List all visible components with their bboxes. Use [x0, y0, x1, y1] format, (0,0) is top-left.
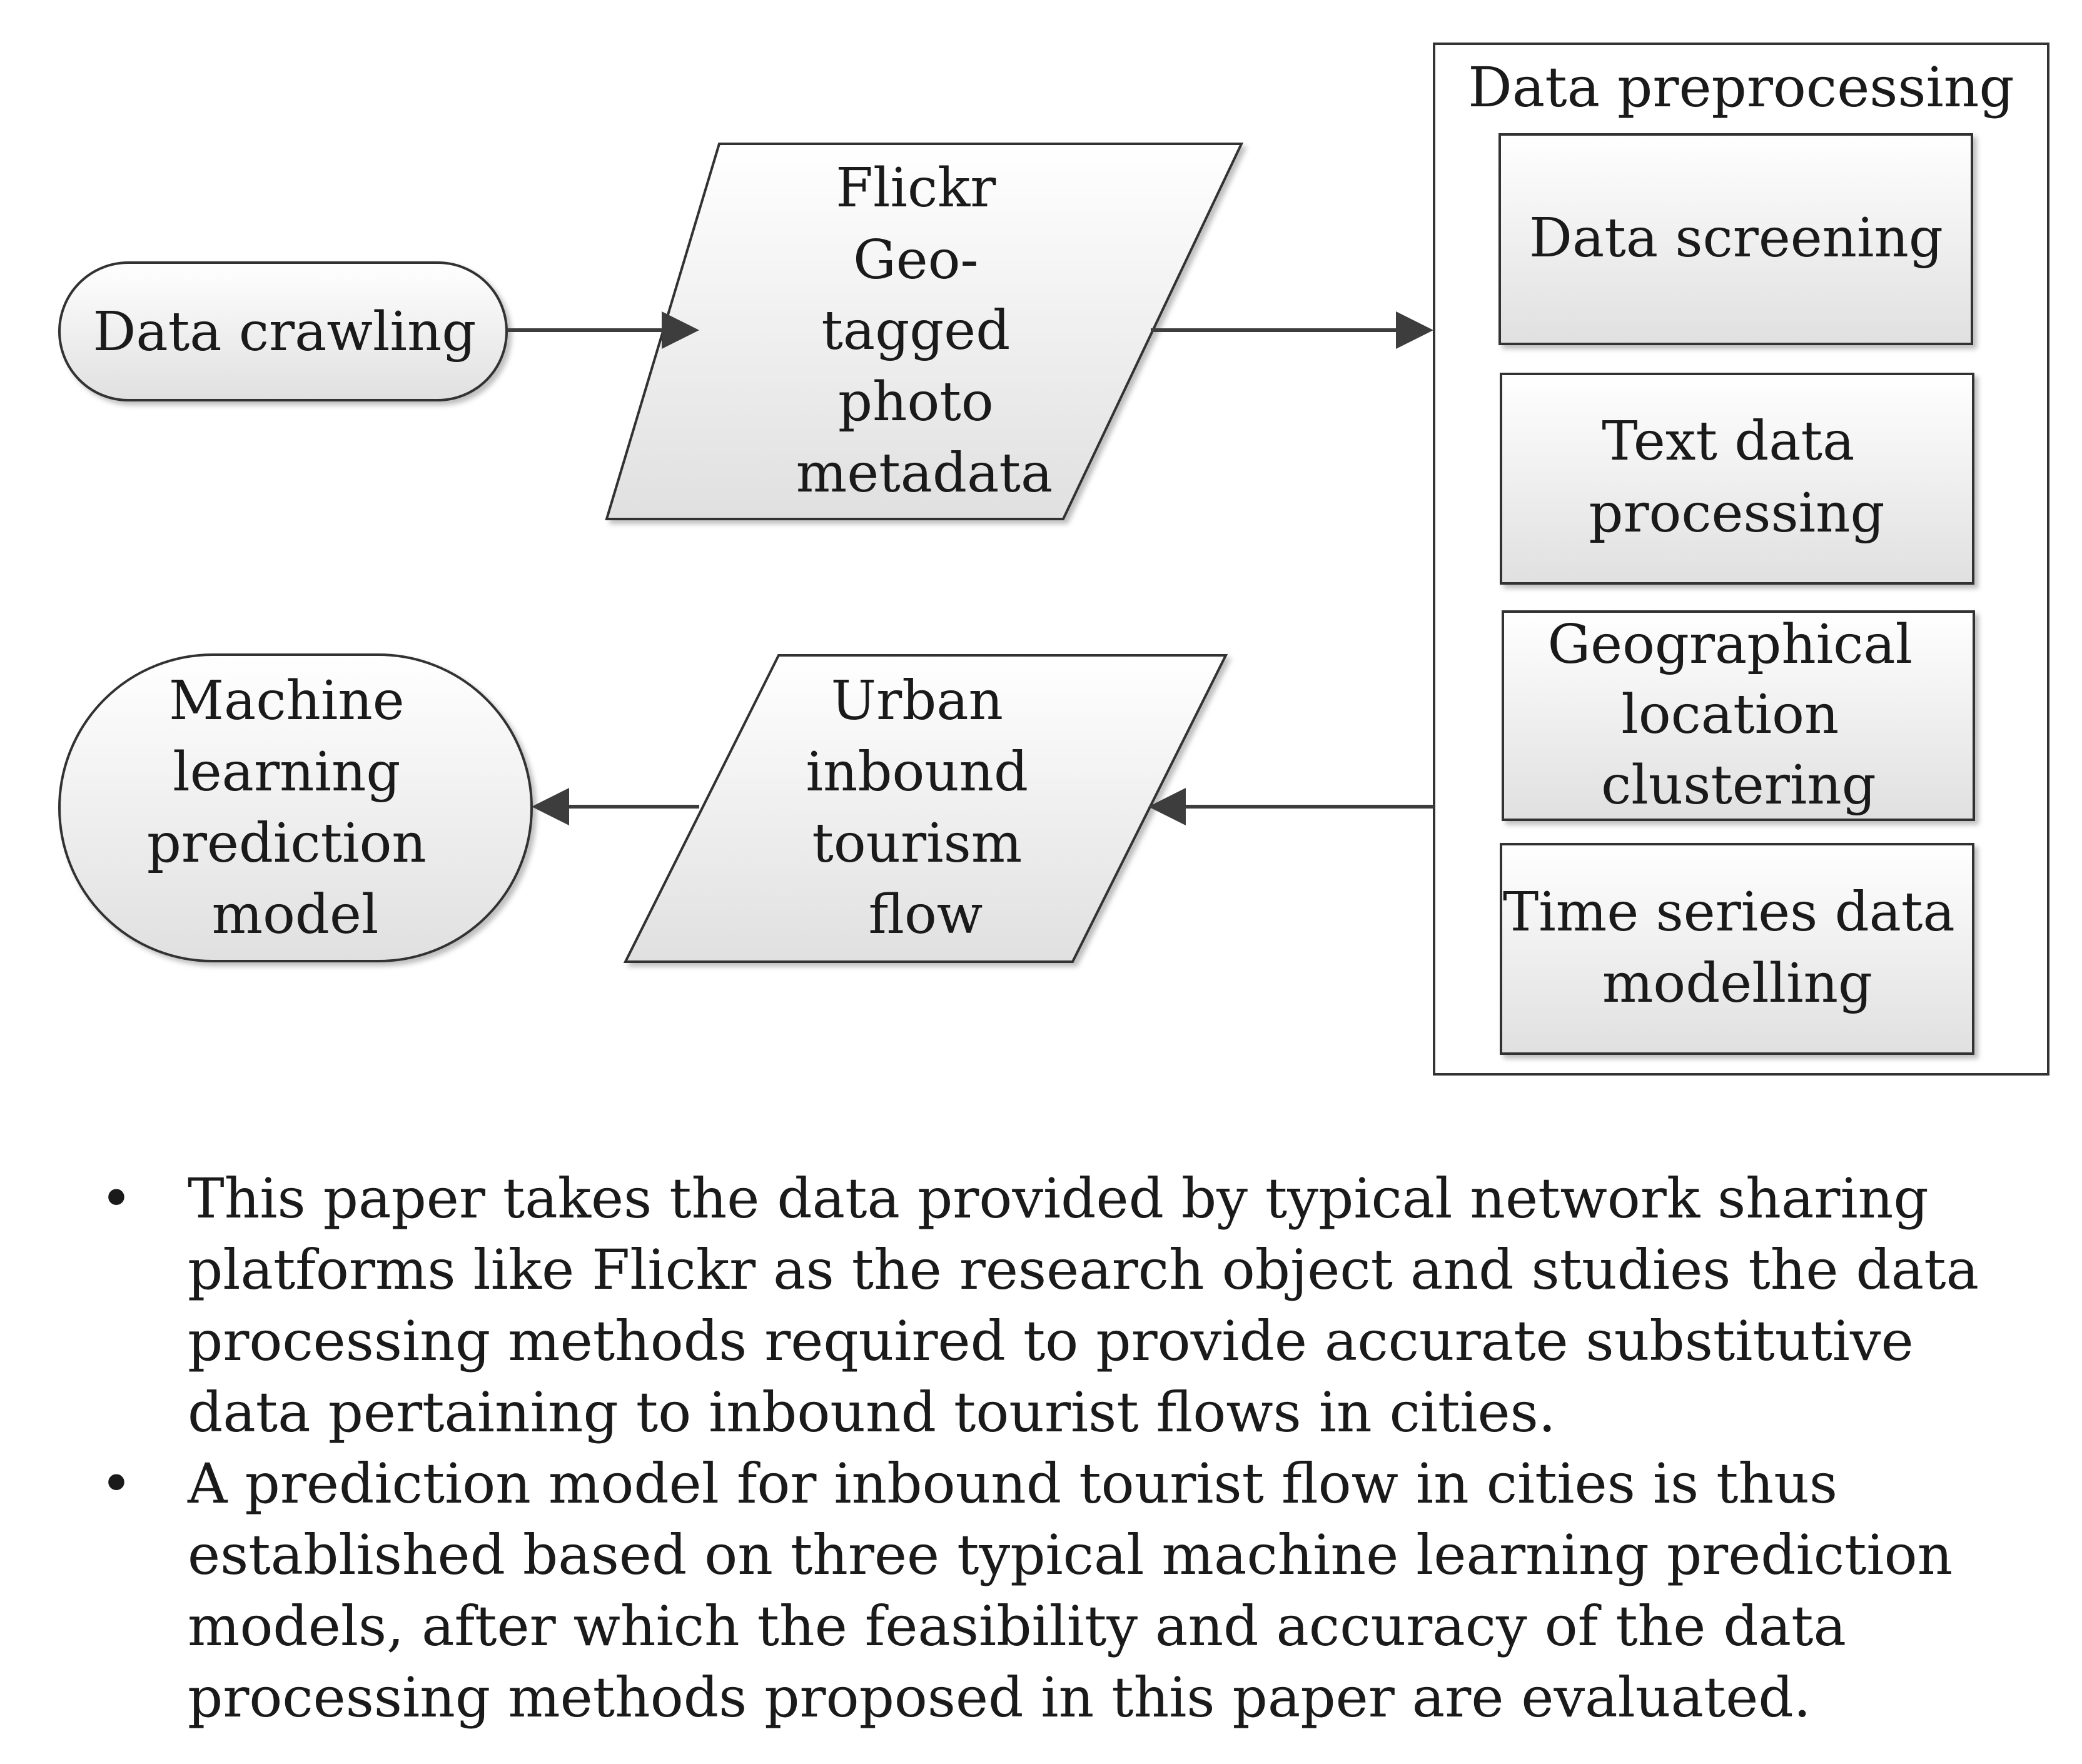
bullet-marker: •: [100, 1451, 133, 1516]
ml-model-node: Machine learning prediction model: [58, 653, 533, 962]
data-crawling-node: Data crawling: [58, 261, 508, 401]
ml-model-label: Machine learning prediction model: [147, 670, 443, 946]
flickr-metadata-node: Flickr Geo- tagged photo metadata: [605, 143, 1244, 520]
bullet-text: A prediction model for inbound tourist f…: [188, 1451, 1953, 1730]
bullet-item: • A prediction model for inbound tourist…: [94, 1448, 2051, 1733]
geo-clustering-node: Geographical location clustering: [1502, 610, 1975, 821]
text-data-processing-node: Text data processing: [1500, 373, 1974, 585]
geo-clustering-label: Geographical location clustering: [1547, 613, 1929, 817]
data-screening-node: Data screening: [1498, 133, 1973, 345]
tourism-flow-label: Urban inbound tourism flow: [806, 670, 1046, 946]
bullet-marker: •: [100, 1166, 133, 1231]
bullet-list: • This paper takes the data provided by …: [94, 1163, 2051, 1733]
text-data-processing-label: Text data processing: [1589, 410, 1884, 545]
flickr-metadata-label: Flickr Geo- tagged photo metadata: [796, 157, 1053, 505]
bullet-item: • This paper takes the data provided by …: [94, 1163, 2051, 1448]
time-series-label: Time series data modelling: [1503, 881, 1972, 1015]
flowchart: Data crawling Flickr Geo- tagged photo m…: [58, 43, 2049, 1076]
data-screening-label: Data screening: [1529, 207, 1943, 270]
data-preprocessing-title: Data preprocessing: [1468, 55, 2014, 119]
data-crawling-label: Data crawling: [93, 301, 476, 363]
bullet-text: This paper takes the data provided by ty…: [188, 1166, 1979, 1444]
tourism-flow-node: Urban inbound tourism flow: [623, 654, 1228, 963]
time-series-node: Time series data modelling: [1500, 843, 1974, 1055]
